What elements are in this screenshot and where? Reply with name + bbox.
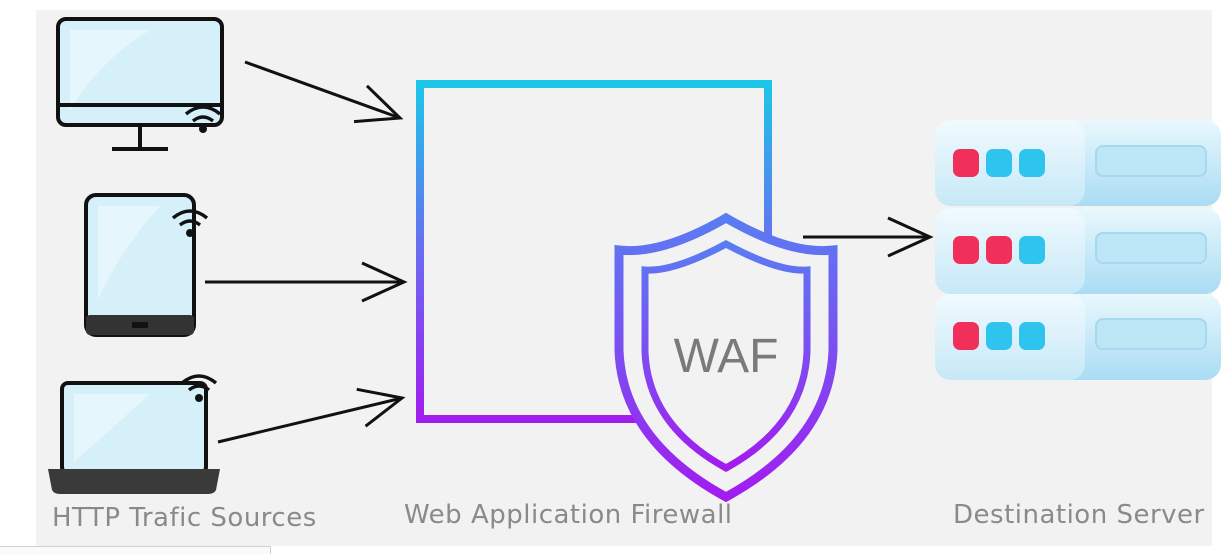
monitor-icon [56,17,224,151]
server-drive-slot [1095,318,1207,350]
server-led-red [953,149,979,177]
server-rack-icon [935,120,1221,380]
server-led-cyan [1019,236,1045,264]
server-unit [935,294,1221,380]
server-label: Destination Server [953,500,1205,530]
bottom-tab-strip [0,546,271,554]
arrow-laptop-to-firewall [217,387,406,444]
shield-icon: WAF [614,212,838,503]
sources-label: HTTP Trafic Sources [52,503,317,533]
firewall-label: Web Application Firewall [404,500,733,530]
server-drive-slot [1095,232,1207,264]
server-led-red [986,236,1012,264]
server-led-red [953,236,979,264]
server-led-red [953,322,979,350]
shield-label: WAF [674,330,779,383]
server-unit [935,208,1221,294]
server-led-cyan [986,322,1012,350]
laptop-icon [48,374,220,494]
tablet-icon [84,193,209,337]
server-led-cyan [1019,149,1045,177]
server-led-cyan [1019,322,1045,350]
server-unit [935,120,1221,206]
arrow-monitor-to-firewall [244,60,404,124]
server-drive-slot [1095,145,1207,177]
server-led-cyan [986,149,1012,177]
